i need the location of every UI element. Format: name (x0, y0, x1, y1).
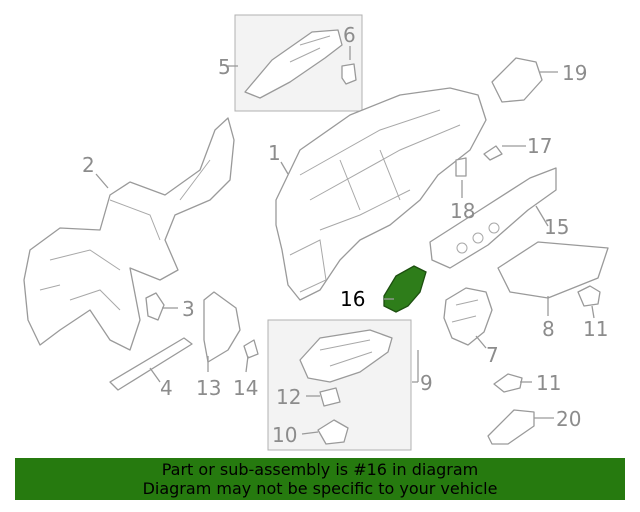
callout-17: 17 (527, 134, 552, 158)
callout-13: 13 (196, 376, 221, 400)
callout-4: 4 (160, 376, 173, 400)
part-13-side-panel[interactable] (203, 291, 241, 363)
callout-3: 3 (182, 297, 195, 321)
callout-10: 10 (272, 423, 297, 447)
callout-8: 8 (542, 317, 555, 341)
callout-9: 9 (420, 371, 433, 395)
callout-16: 16 (340, 287, 365, 311)
part-5-door-panel[interactable] (244, 29, 343, 99)
part-3-bracket[interactable] (145, 292, 165, 321)
callout-11-upper: 11 (583, 317, 608, 341)
callout-6: 6 (343, 23, 356, 47)
part-6-clip[interactable] (341, 63, 357, 85)
part-16-highlighted[interactable] (383, 265, 427, 313)
callout-15: 15 (544, 215, 569, 239)
callout-19: 19 (562, 61, 587, 85)
banner-line-1: Part or sub-assembly is #16 in diagram (161, 460, 479, 479)
part-1-instrument-panel[interactable] (275, 87, 487, 301)
part-19-switch-module[interactable] (491, 57, 543, 103)
part-8-panel[interactable] (497, 241, 609, 299)
callout-5: 5 (218, 55, 231, 79)
info-banner: Part or sub-assembly is #16 in diagram D… (15, 458, 625, 500)
part-2-cross-car-beam[interactable] (23, 117, 235, 351)
callout-18: 18 (450, 199, 475, 223)
callout-20: 20 (556, 407, 581, 431)
callout-1: 1 (268, 141, 281, 165)
part-11-clip-lower[interactable] (493, 373, 523, 393)
callout-7: 7 (486, 343, 499, 367)
part-12-connector[interactable] (319, 387, 341, 407)
callout-11-lower: 11 (536, 371, 561, 395)
leader-lines (95, 46, 595, 435)
callout-14: 14 (233, 376, 258, 400)
part-17-bulb[interactable] (483, 145, 503, 161)
part-20-switch[interactable] (487, 409, 535, 445)
part-18-clip[interactable] (455, 157, 467, 177)
callout-2: 2 (82, 153, 95, 177)
banner-line-2: Diagram may not be specific to your vehi… (142, 479, 498, 498)
part-9-duct[interactable] (299, 329, 393, 383)
part-10-connector[interactable] (317, 419, 349, 445)
part-11-clip-upper[interactable] (577, 285, 601, 307)
part-4-bar[interactable] (109, 337, 193, 391)
part-14-clip[interactable] (243, 339, 259, 359)
part-15-trim-panel[interactable] (429, 167, 557, 269)
callout-12: 12 (276, 385, 301, 409)
part-7-bracket[interactable] (443, 287, 493, 346)
